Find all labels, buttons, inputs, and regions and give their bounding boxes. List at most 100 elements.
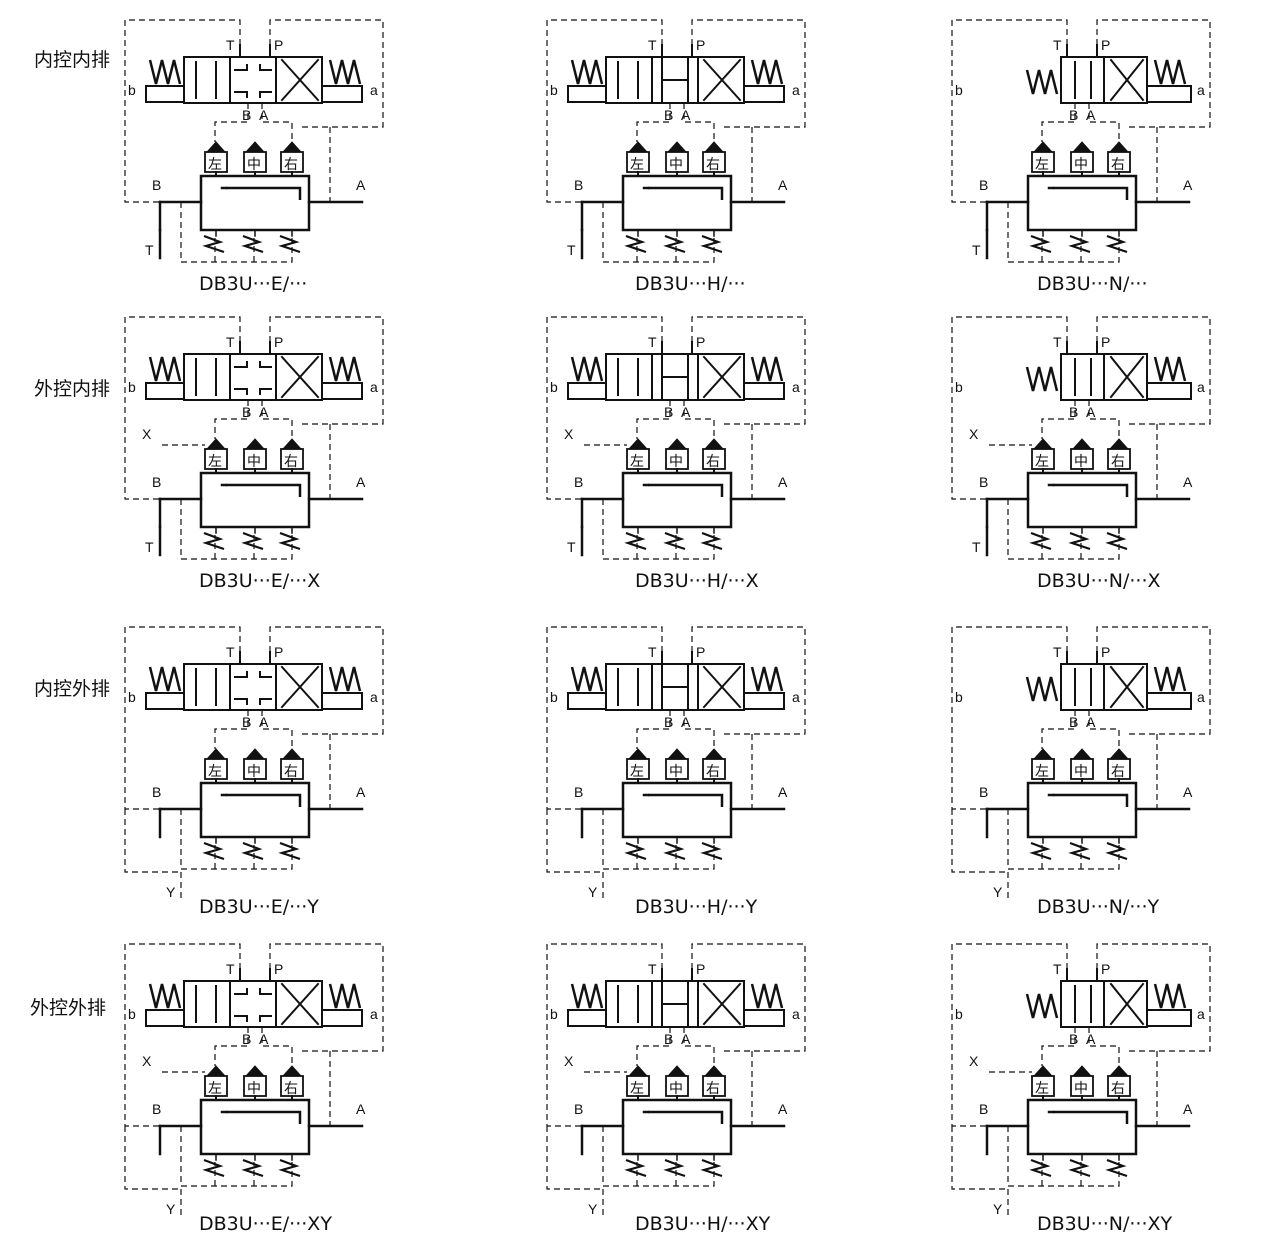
port-T-label: T [1053, 961, 1062, 977]
blocked-port [234, 988, 248, 995]
drain-line [180, 499, 293, 560]
port-b-label: b [550, 689, 558, 705]
port-a-label: a [1197, 82, 1205, 98]
main-port-A-label: A [356, 1101, 366, 1117]
port-b-label: b [128, 689, 136, 705]
pilot-line-A [1088, 710, 1120, 749]
main-port-A-label: A [1183, 1101, 1193, 1117]
port-A-label: A [259, 404, 269, 420]
row-title-3: 内控外排 [34, 678, 111, 700]
port-b-label: b [550, 379, 558, 395]
port-B-label: B [664, 714, 673, 730]
port-B-label: B [1069, 404, 1078, 420]
main-valve-body [621, 1098, 733, 1156]
adjust-spring-icon [1029, 531, 1052, 551]
main-valve-body [199, 471, 311, 529]
stage-marker-icon [244, 438, 266, 450]
stage-label-1: 左 [630, 764, 644, 780]
pilot-line-P [691, 943, 806, 1052]
port-a-label: a [792, 689, 800, 705]
adjust-spring-icon [1029, 234, 1052, 254]
adjust-spring-icon [241, 841, 264, 861]
blocked-port [259, 91, 272, 98]
adjust-spring-icon [278, 1158, 301, 1178]
spring-icon [148, 59, 182, 85]
pilot-line-A [261, 103, 293, 142]
main-port-T-label: T [145, 242, 154, 258]
stage-label-3: 右 [1111, 1081, 1125, 1097]
port-A-label: A [259, 1031, 269, 1047]
pilot-line-B [636, 710, 671, 749]
stage-marker-icon [281, 1065, 303, 1077]
stage-label-2: 中 [1074, 764, 1088, 780]
solenoid-b [145, 1009, 185, 1027]
adjust-spring-icon [1105, 841, 1128, 861]
stage-label-3: 右 [284, 454, 298, 470]
stage-marker-icon [1032, 141, 1054, 153]
stage-marker-icon [244, 1065, 266, 1077]
blocked-port [259, 671, 272, 678]
port-a-label: a [370, 1006, 378, 1022]
port-X-label: X [142, 1053, 152, 1069]
stage-marker-icon [666, 438, 688, 450]
port-A-label: A [681, 107, 691, 123]
stage-label-2: 中 [1074, 157, 1088, 173]
valve-body [605, 56, 745, 104]
port-A-label: A [681, 714, 691, 730]
solenoid-a [321, 382, 363, 400]
port-A-label: A [1086, 404, 1096, 420]
drain-line [1007, 499, 1120, 560]
adjust-spring-icon [1029, 1158, 1052, 1178]
port-Y-label: Y [166, 1201, 176, 1217]
port-a-label: a [792, 1006, 800, 1022]
main-flow-path [1053, 186, 1129, 200]
stage-label-3: 右 [706, 1081, 720, 1097]
drain-line [180, 809, 293, 870]
port-A-label: A [259, 107, 269, 123]
stage-label-3: 右 [284, 1081, 298, 1097]
main-valve-body [621, 174, 733, 232]
port-B-label: B [242, 107, 251, 123]
main-port-T-label: T [567, 539, 576, 555]
stage-marker-icon [281, 748, 303, 760]
port-b-label: b [550, 1006, 558, 1022]
pilot-line-T [546, 19, 663, 203]
stage-label-1: 左 [208, 764, 222, 780]
cross-arrow [702, 982, 742, 1026]
solenoid-b [145, 85, 185, 103]
adjust-spring-icon [1068, 1158, 1091, 1178]
main-port-B-label: B [574, 1101, 583, 1117]
spring-icon [750, 356, 784, 382]
stage-marker-icon [666, 141, 688, 153]
pilot-line-A [683, 103, 715, 142]
solenoid-a [321, 692, 363, 710]
model-code-E-1: DB3U···E/··· [199, 273, 307, 295]
drain-line [180, 1126, 293, 1187]
pilot-line-B [1041, 103, 1076, 142]
port-P-label: P [696, 334, 705, 350]
main-valve-body [621, 471, 733, 529]
stage-label-2: 中 [669, 157, 683, 173]
main-port-A-label: A [1183, 177, 1193, 193]
port-T-label: T [648, 644, 657, 660]
pilot-line-B [1041, 400, 1076, 439]
port-T-label: T [226, 37, 235, 53]
stage-label-1: 左 [208, 1081, 222, 1097]
spring-icon [1025, 366, 1059, 392]
spring-icon [1025, 69, 1059, 95]
spring-icon [570, 983, 604, 1009]
blocked-port [234, 1015, 248, 1022]
external-drain-line [124, 809, 181, 873]
adjust-spring-icon [278, 234, 301, 254]
port-X-label: X [564, 1053, 574, 1069]
solenoid-b [145, 692, 185, 710]
spring-icon [570, 59, 604, 85]
port-B-label: B [1069, 714, 1078, 730]
stage-label-1: 左 [1035, 1081, 1049, 1097]
adjust-spring-icon [202, 1158, 225, 1178]
stage-marker-icon [1032, 748, 1054, 760]
